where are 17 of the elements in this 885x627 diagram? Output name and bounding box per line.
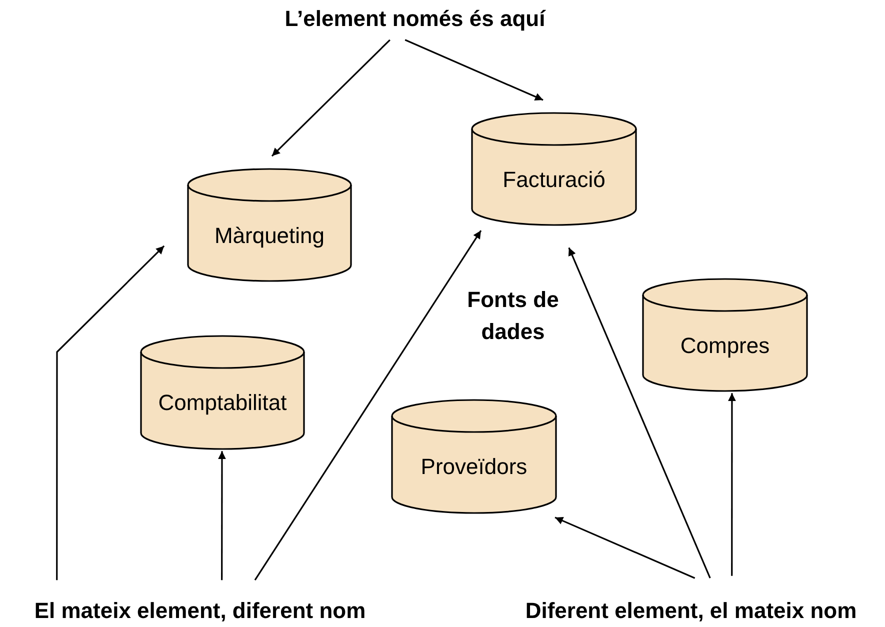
- arrow: [728, 393, 736, 576]
- node-label: Facturació: [502, 166, 606, 193]
- arrow: [218, 451, 226, 580]
- node-label: Proveïdors: [420, 454, 528, 480]
- annotation-text: L’element només és aquí: [284, 6, 547, 32]
- node-label: Màrqueting: [213, 222, 326, 249]
- arrow: [56, 245, 165, 580]
- node-label: Comptabilitat: [157, 390, 288, 416]
- arrow: [254, 230, 482, 581]
- arrow: [404, 39, 544, 101]
- arrow: [554, 516, 696, 579]
- node-label: Compres: [679, 332, 771, 359]
- arrow: [271, 39, 390, 157]
- arrow: [568, 247, 711, 578]
- group-label: Fonts de dades: [466, 286, 560, 346]
- annotation-text: El mateix element, diferent nom: [33, 598, 367, 624]
- annotation-text: Diferent element, el mateix nom: [524, 598, 858, 624]
